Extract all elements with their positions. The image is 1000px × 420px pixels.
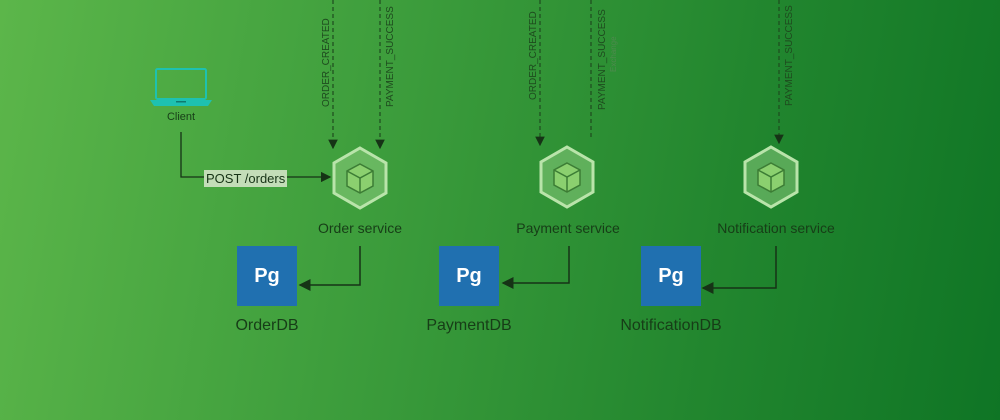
request-label: POST /orders: [204, 170, 288, 187]
order-service-label: Order service: [317, 220, 403, 236]
postgres-db-icon: Pg: [641, 246, 701, 306]
service-hexagon-icon: [743, 145, 799, 209]
client-label: Client: [166, 111, 196, 123]
event-label: ORDER_CREATED: [528, 11, 539, 100]
event-label: PAYMENT_SUCCESS: [784, 5, 795, 106]
exchange-note: Exchange: [609, 36, 618, 72]
notification-service-label: Notification service: [717, 220, 835, 236]
order-to-db-arrow: [298, 246, 361, 291]
service-hexagon-icon: [539, 145, 595, 209]
order-db-label: OrderDB: [235, 317, 299, 334]
notification-db-label: NotificationDB: [620, 317, 722, 334]
notification-to-db-arrow: [701, 246, 777, 294]
payment-to-db-arrow: [501, 246, 570, 289]
event-label: PAYMENT_SUCCESS: [385, 6, 396, 107]
payment-db-label: PaymentDB: [426, 317, 512, 334]
event-label: ORDER_CREATED: [321, 18, 332, 107]
event-label: PAYMENT_SUCCESS: [597, 9, 608, 110]
laptop-icon: [150, 68, 212, 106]
service-hexagon-icon: [332, 146, 388, 210]
payment-service-label: Payment service: [516, 220, 620, 236]
postgres-db-icon: Pg: [439, 246, 499, 306]
postgres-db-icon: Pg: [237, 246, 297, 306]
